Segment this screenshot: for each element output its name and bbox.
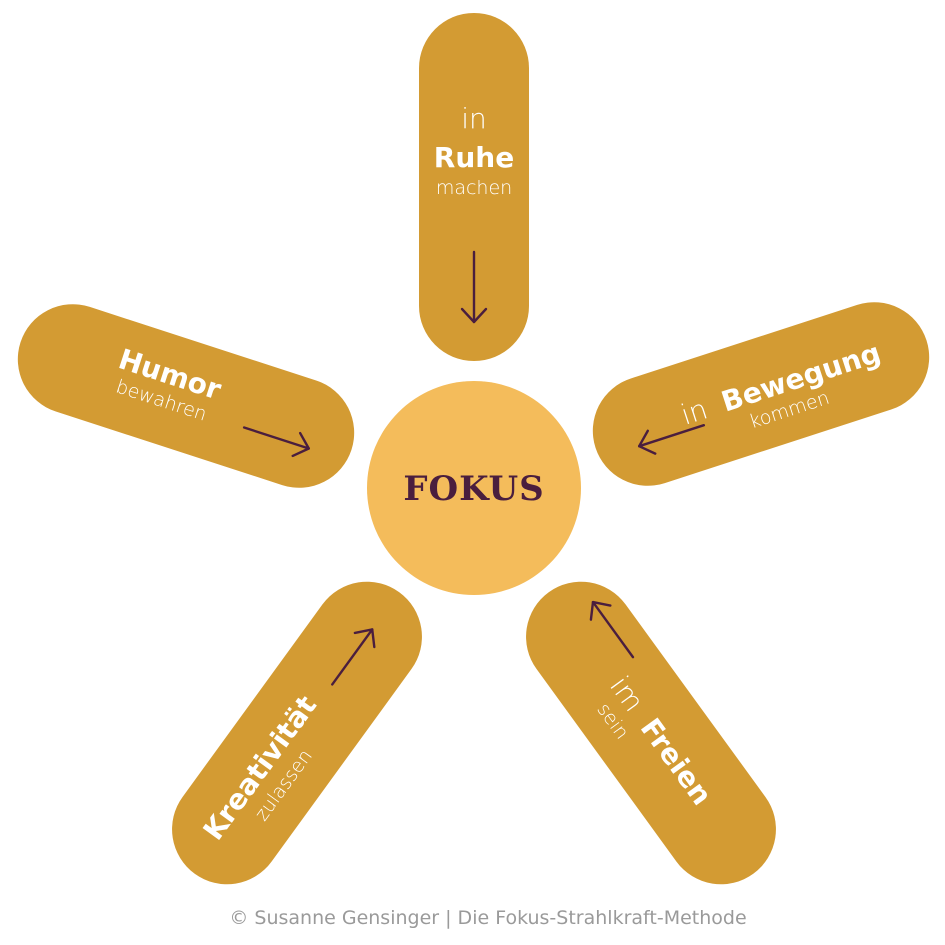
arrow-up-right-icon (331, 628, 376, 686)
ray-ruhe: in Ruhe machen (419, 13, 529, 361)
ray-humor-pill (17, 304, 355, 488)
ray-ruhe-keyword: Ruhe (434, 141, 514, 174)
hub-circle (367, 381, 581, 595)
ray-bewegung-pill (592, 302, 930, 486)
ray-ruhe-prefix: in (461, 102, 487, 135)
ray-kreativitaet: Kreativität zulassen (172, 581, 422, 885)
ray-ruhe-pill (419, 13, 529, 361)
ray-kreativitaet-pill (172, 581, 422, 885)
center-hub: FOKUS (367, 381, 581, 595)
hub-label: FOKUS (403, 469, 544, 509)
arrow-left-icon (637, 423, 706, 455)
ray-ruhe-subtitle: machen (436, 177, 512, 199)
arrow-right-icon (242, 426, 310, 458)
copyright-footer: © Susanne Gensinger | Die Fokus-Strahlkr… (229, 907, 746, 929)
arrow-down-icon (460, 250, 488, 324)
ray-humor: Humor bewahren (17, 304, 355, 488)
ray-bewegung: in Bewegung kommen (592, 302, 930, 486)
ray-freien: im Freien sein (526, 581, 776, 885)
ray-freien-pill (526, 581, 776, 885)
arrow-up-left-icon (589, 600, 635, 659)
